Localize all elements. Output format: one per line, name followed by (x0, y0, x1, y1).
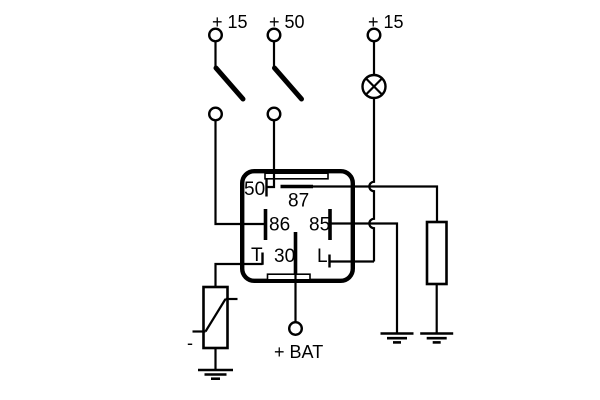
pin-85-label: 85 (309, 215, 330, 236)
battery-label: + BAT (274, 342, 323, 362)
relay-box (239, 168, 355, 283)
pin-T-label: T (251, 245, 263, 266)
wire-lamp-to-L-with-hops (368, 98, 376, 262)
switch-1-blade-icon (213, 65, 246, 102)
switch-1-lower-contact (207, 106, 223, 122)
branch-terminal15-switch-86: + 15 (207, 12, 264, 226)
sensor-body (202, 285, 229, 350)
pin-30-label: 30 (274, 246, 295, 267)
pin-L-label: L (317, 246, 328, 267)
terminal-50-label: + 50 (269, 12, 305, 32)
wire-T-to-sensor (214, 262, 263, 287)
temperature-sensor-icon (192, 285, 238, 350)
sensor-diagonal (204, 298, 227, 333)
branch-terminal50-switch-50: + 50 (266, 12, 305, 189)
pin-50-label: 50 (244, 179, 265, 200)
wire-sw2-to-50 (266, 120, 276, 189)
terminal-15-left-label: + 15 (212, 12, 248, 32)
lamp-cross-2 (365, 77, 383, 96)
pin-86-label: 86 (269, 215, 290, 236)
switch-2-lower-contact (266, 106, 282, 122)
switch-2-blade-icon (272, 65, 304, 102)
relay-bottom-notch (266, 273, 311, 281)
wire-85-to-ground (330, 222, 399, 333)
battery-branch: + BAT (274, 274, 323, 362)
terminal-50-circle (266, 27, 282, 43)
sensor-branch: - (187, 262, 263, 381)
sensor-minus-label: - (187, 333, 193, 353)
ground-icon-sensor (198, 368, 233, 381)
wire-87-to-resistor (313, 185, 439, 222)
terminal-15-right-label: + 15 (368, 12, 404, 32)
ground-icon-85 (380, 332, 414, 344)
branch-terminal15-lamp-L: + 15 (361, 12, 404, 262)
lamp-icon (361, 73, 387, 100)
wire-sw1-to-86 (214, 120, 264, 226)
relay-top-notch (264, 172, 329, 180)
terminal-15-right-circle (366, 27, 382, 43)
terminal-15-left-circle (207, 27, 223, 43)
right-side-circuit (313, 185, 454, 344)
ground-icon-resistor (420, 332, 454, 344)
relay-outline (239, 168, 355, 283)
resistor-icon (425, 220, 448, 286)
battery-terminal-circle (288, 321, 304, 337)
pin-87-label: 87 (288, 191, 309, 212)
